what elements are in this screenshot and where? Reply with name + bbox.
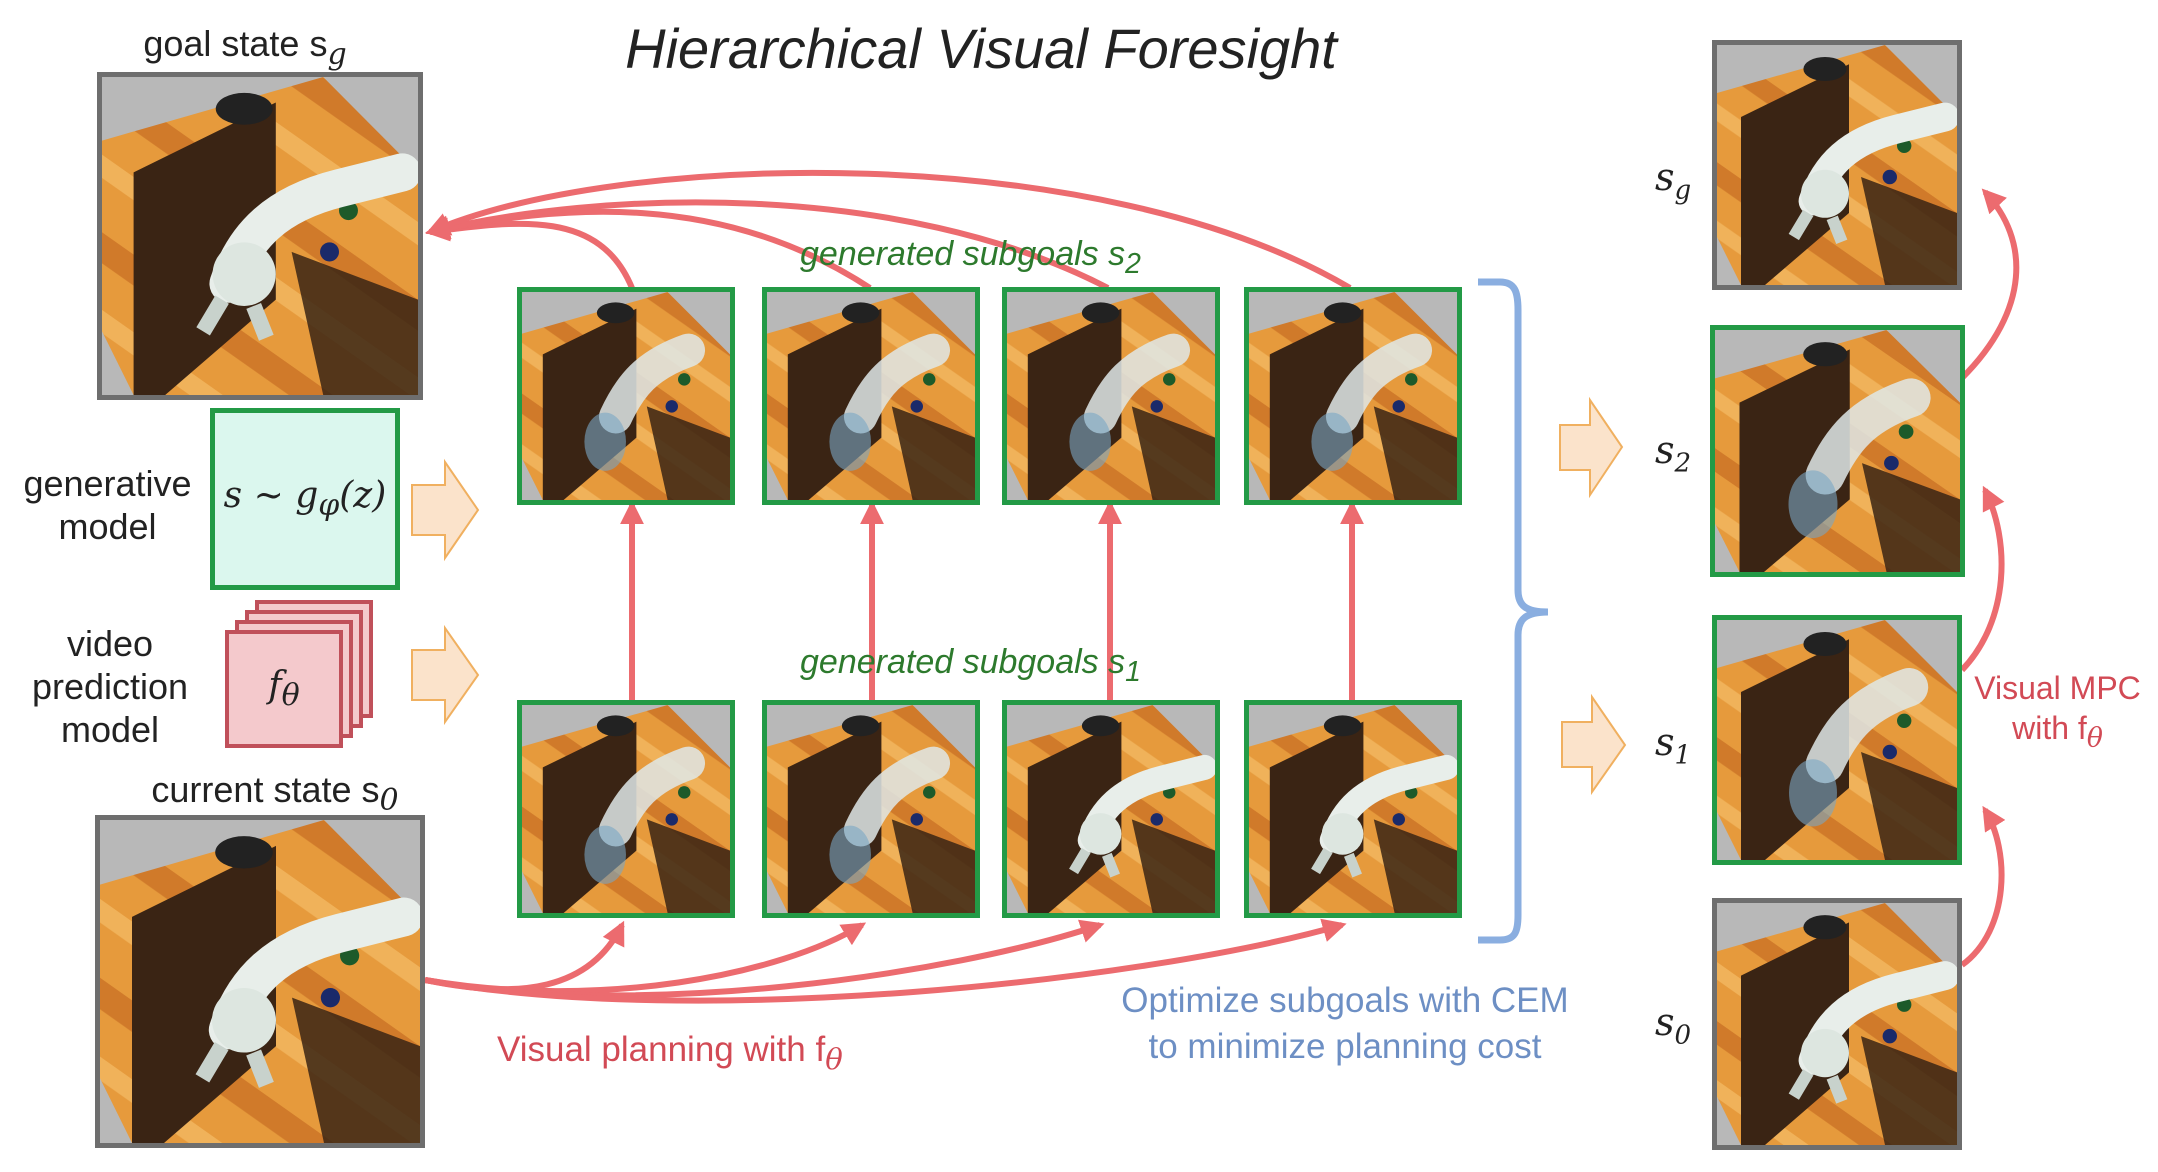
subgoal-s2-2 <box>762 287 980 505</box>
video-prediction-label: video prediction model <box>31 623 189 751</box>
subgoal-s1-1 <box>517 700 735 918</box>
subgoal-s1-2 <box>762 700 980 918</box>
subgoal-s2-1 <box>517 287 735 505</box>
right-image-sg <box>1712 40 1962 290</box>
block-arrow-gen <box>411 458 480 562</box>
optimize-cem-label: Optimize subgoals with CEM to minimize p… <box>1121 981 1569 1066</box>
subgoals-s1-label: generated subgoals s1 <box>800 643 1141 688</box>
right-image-s0 <box>1712 898 1962 1150</box>
subgoal-s1-4 <box>1244 700 1462 918</box>
arrow-cur-1 <box>424 920 625 993</box>
visual-planning-label: Visual planning with fθ <box>497 1030 843 1076</box>
arrow-mpc-2-g <box>1959 188 2020 381</box>
right-label-sg: sg <box>1655 155 1692 206</box>
arrow-cur-4 <box>424 918 1347 1004</box>
right-label-s1: s1 <box>1655 720 1692 771</box>
block-arrow-right-top <box>1559 396 1624 499</box>
generative-model-label: generative model <box>23 463 192 548</box>
block-arrow-video <box>411 624 480 726</box>
arrow-s2-3-to-goal <box>425 199 1110 291</box>
subgoal-s2-3 <box>1002 287 1220 505</box>
subgoal-s1-3 <box>1002 700 1220 918</box>
page-title: Hierarchical Visual Foresight <box>625 17 1337 80</box>
right-label-s2: s2 <box>1655 428 1692 479</box>
arrow-mpc-1-2 <box>1959 485 2005 673</box>
current-state-label: current state s0 <box>151 769 399 819</box>
right-image-s2 <box>1710 325 1965 577</box>
subgoals-s2-label: generated subgoals s2 <box>800 235 1141 280</box>
right-label-s0: s0 <box>1655 1000 1692 1051</box>
right-image-s1 <box>1712 615 1962 865</box>
cem-bracket <box>1478 278 1549 944</box>
goal-state-image <box>97 72 423 400</box>
video-prediction-stack: fθ <box>225 600 385 760</box>
current-state-image <box>95 815 425 1148</box>
arrow-cur-2 <box>424 922 867 995</box>
arrow-s2-1-to-goal <box>425 217 635 290</box>
subgoal-s2-4 <box>1244 287 1462 505</box>
arrow-mpc-0-1 <box>1960 805 2006 968</box>
goal-state-label: goal state sg <box>143 23 347 73</box>
block-arrow-right-bottom <box>1561 693 1627 796</box>
arrow-s2-4-to-goal <box>425 169 1352 291</box>
visual-mpc-label: Visual MPC with fθ <box>1974 670 2141 754</box>
generative-model-box: s ~ gφ(z) <box>210 408 400 590</box>
